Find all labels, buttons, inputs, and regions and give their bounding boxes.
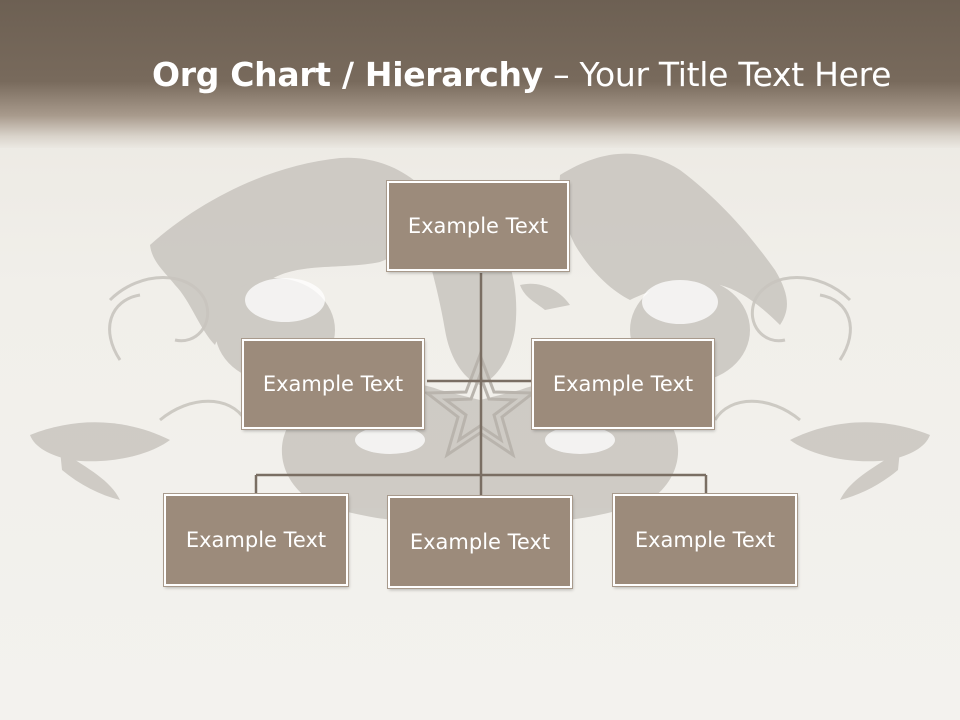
org-node-report-left[interactable]: Example Text xyxy=(164,494,348,586)
org-node-report-center[interactable]: Example Text xyxy=(388,496,572,588)
org-node-assistant-right[interactable]: Example Text xyxy=(532,339,714,429)
title-light: Your Title Text Here xyxy=(579,55,892,94)
slide-title: Org Chart / Hierarchy – Your Title Text … xyxy=(152,52,891,98)
org-node-top[interactable]: Example Text xyxy=(387,181,569,271)
org-node-report-right[interactable]: Example Text xyxy=(613,494,797,586)
header-band xyxy=(0,0,960,148)
org-node-assistant-left[interactable]: Example Text xyxy=(242,339,424,429)
title-bold: Org Chart / Hierarchy xyxy=(152,55,543,94)
title-dash: – xyxy=(542,55,580,94)
